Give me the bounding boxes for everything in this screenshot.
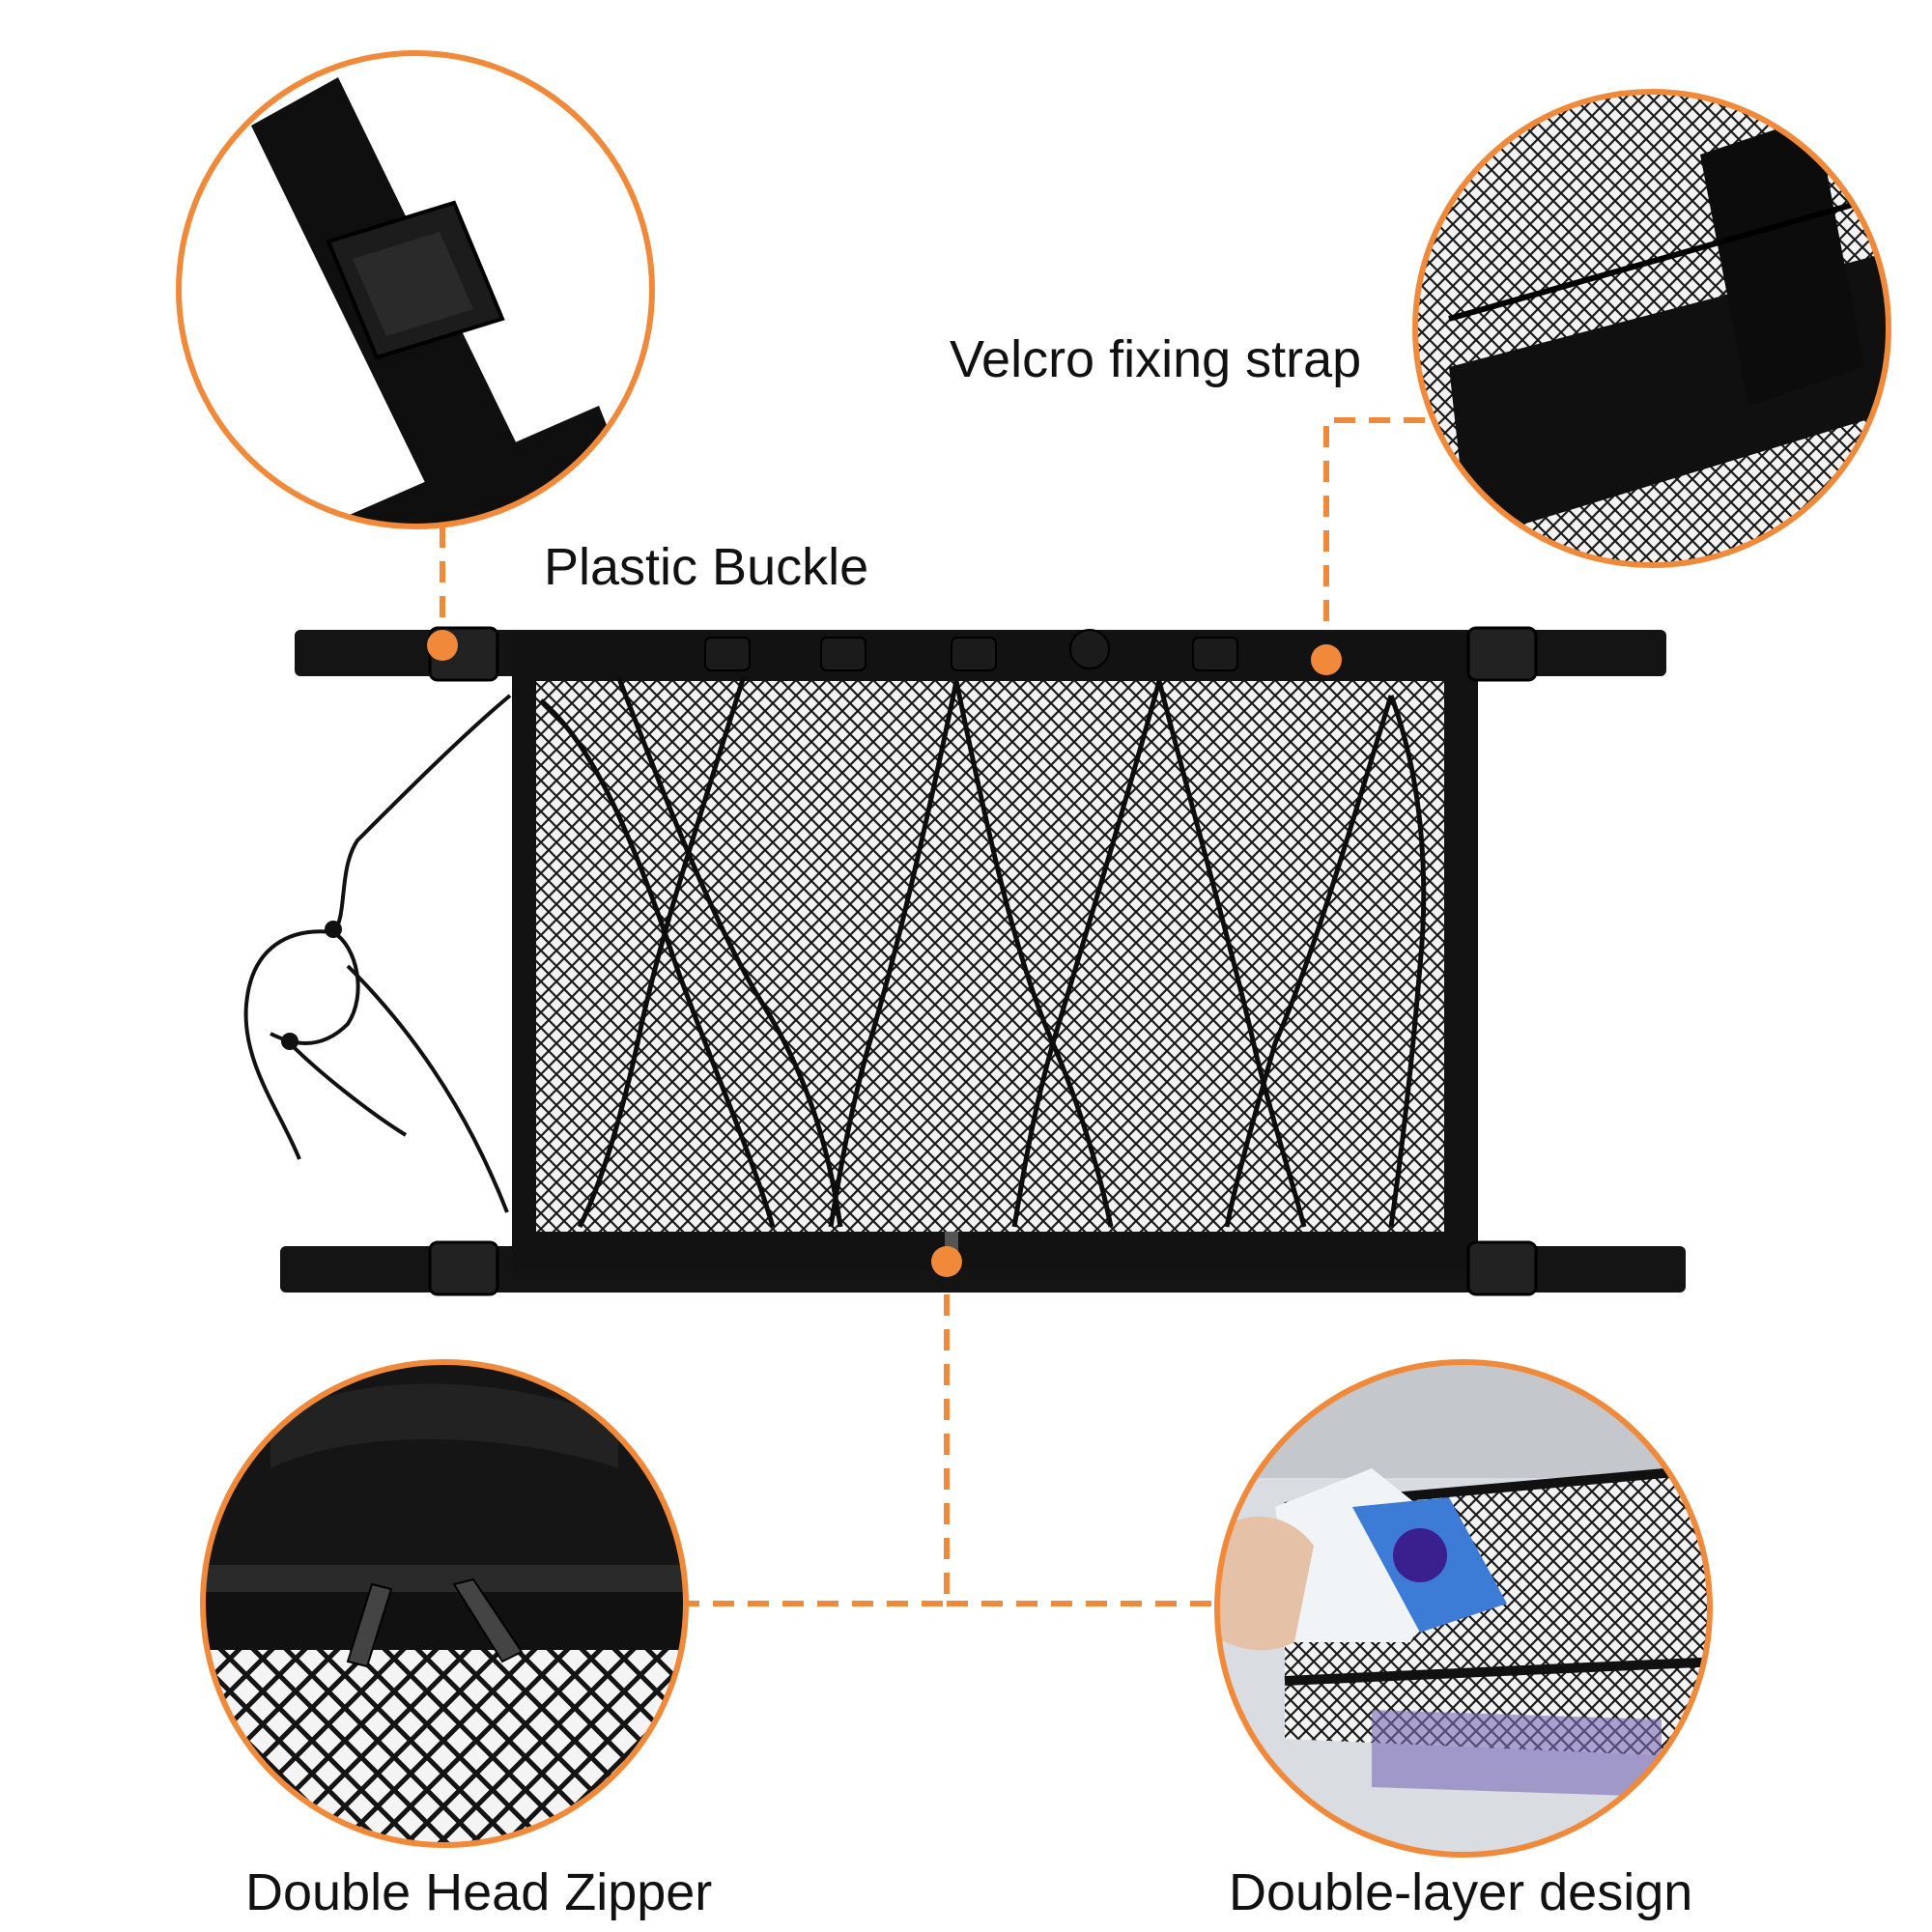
zipper-label: Double Head Zipper (245, 1863, 713, 1921)
leader-lines (440, 417, 1425, 1606)
zoom-circle-zipper (200, 1359, 689, 1848)
cargo-net (243, 626, 1686, 1296)
plastic-buckle-label: Plastic Buckle (544, 538, 869, 596)
velcro-strap-label: Velcro fixing strap (950, 330, 1362, 388)
zoom-circle-buckle (176, 50, 655, 529)
zoom-circle-velcro (1412, 89, 1891, 568)
marker-dots (427, 630, 1342, 1277)
double-layer-label: Double-layer design (1229, 1863, 1693, 1921)
zoom-circle-double-layer (1214, 1359, 1713, 1858)
